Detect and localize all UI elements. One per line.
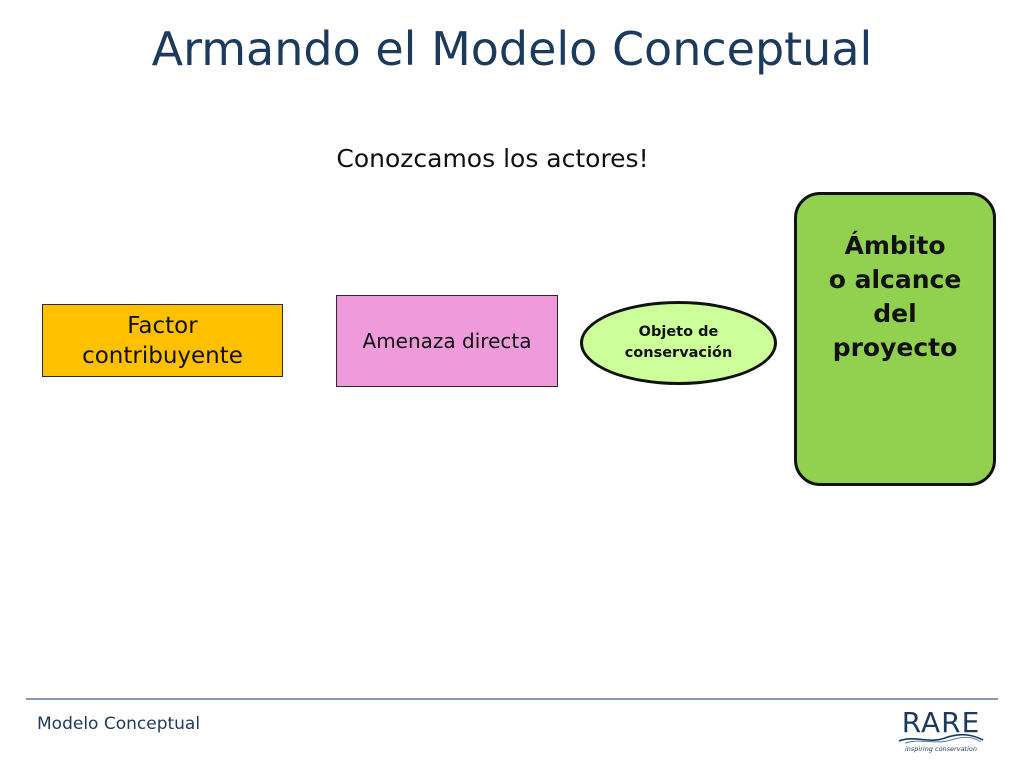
slide-title: Armando el Modelo Conceptual	[151, 22, 873, 76]
rare-logo: RARE inspiring conservation	[895, 706, 990, 758]
slide-subtitle: Conozcamos los actores!	[336, 144, 649, 173]
footer-divider	[26, 698, 998, 700]
node-amenaza-directa: Amenaza directa	[336, 295, 558, 387]
node-ambito-del-proyecto: Ámbito o alcance del proyecto	[794, 192, 996, 486]
logo-swoosh-icon	[898, 733, 984, 744]
node-objeto-de-conservacion: Objeto de conservación	[580, 301, 777, 385]
node-factor-contribuyente: Factor contribuyente	[42, 304, 283, 377]
footer-label: Modelo Conceptual	[37, 714, 201, 734]
logo-tagline: inspiring conservation	[904, 745, 978, 753]
logo-wordmark: RARE	[901, 706, 981, 739]
